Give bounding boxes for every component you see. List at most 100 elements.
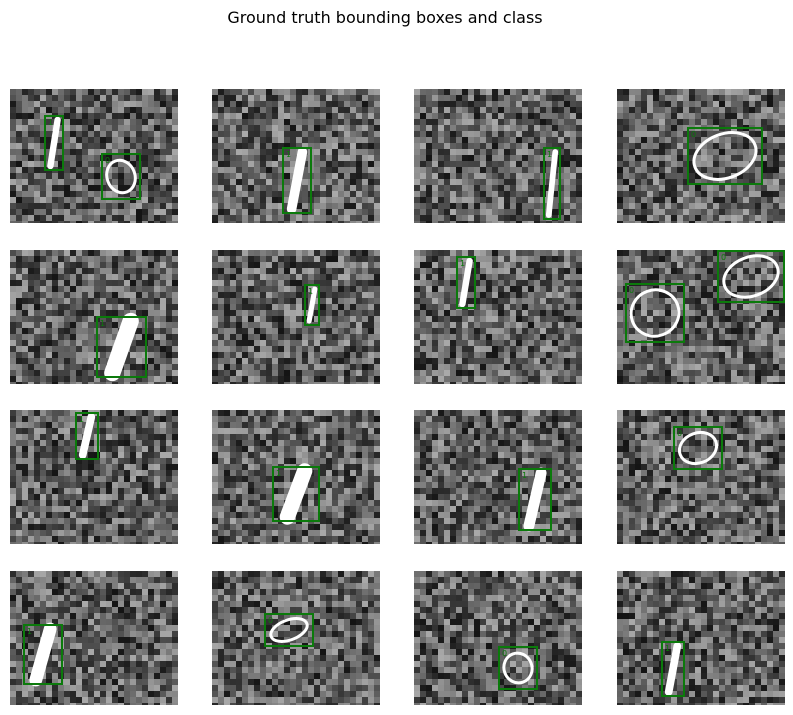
noise-background [212,571,380,705]
bounding-box [264,613,314,647]
digit-ring [692,131,758,181]
image-panel: 1 [414,89,582,223]
bounding-box [498,646,538,690]
digit-one-glyph [29,622,57,687]
figure-title: Ground truth bounding boxes and class [227,8,543,27]
class-label: 1 [79,415,85,424]
image-panel: 0 [212,571,380,705]
digit-one-glyph [47,116,61,170]
class-label: 1 [276,469,282,478]
bounding-box [518,468,552,531]
image-panel: 0 [414,571,582,705]
class-label: 1 [100,319,106,328]
digit-one-glyph [545,149,559,218]
digit-ring [502,651,534,685]
image-panel: 1 [414,250,582,384]
digit-stroke [523,467,547,532]
noise-background [10,410,178,544]
class-label: 1 [665,644,671,653]
digit-zero-glyph [502,651,534,685]
image-panel: 0 [617,410,785,544]
bounding-box [543,147,561,220]
digit-zero-glyph [269,617,309,643]
class-label: 0 [105,156,111,165]
class-label: 0 [629,286,635,295]
noise-background [212,89,380,223]
digit-ring [269,617,309,643]
bounding-box [282,147,312,214]
noise-background [414,410,582,544]
digit-stroke [78,413,96,459]
noise-background [617,410,785,544]
digit-stroke [104,312,139,382]
noise-background [617,89,785,223]
digit-zero-glyph [722,254,780,299]
class-label: 0 [502,649,508,658]
bounding-box [456,256,476,309]
digit-one-glyph [286,147,308,214]
bounding-box [272,466,320,522]
digit-one-glyph [104,312,139,382]
class-label: 1 [460,259,466,268]
digit-one-glyph [306,286,318,324]
image-panel: 1 [10,410,178,544]
digit-zero-glyph [105,158,137,195]
digit-stroke [664,642,682,696]
noise-background [414,571,582,705]
bounding-box [673,426,723,470]
class-label: 1 [286,150,292,159]
image-panel: 1 [414,410,582,544]
class-label: 1 [547,150,553,159]
bounding-box [717,250,785,303]
class-label: 1 [522,471,528,480]
class-label: 1 [27,627,33,636]
image-panel: 1 [617,571,785,705]
image-panel: 1 [10,250,178,384]
digit-zero-glyph [629,288,681,338]
class-label: 1 [48,118,54,127]
image-panel: 0 [617,89,785,223]
digit-ring [105,158,137,195]
image-panel: 1 [212,250,380,384]
class-label: 1 [308,287,314,296]
digit-zero-glyph [677,430,719,466]
bounding-box [101,153,141,200]
digit-one-glyph [664,642,682,696]
class-label: 0 [677,429,683,438]
digit-stroke [459,257,473,308]
class-label: 0 [691,130,697,139]
image-panel: 1 [10,571,178,705]
digit-one-glyph [523,467,547,532]
bounding-box [44,115,64,171]
digit-one-glyph [459,257,473,308]
digit-zero-glyph [692,131,758,181]
bounding-box [661,641,685,697]
digit-stroke [279,463,313,525]
noise-background [212,410,380,544]
digit-stroke [47,116,61,170]
class-label: 0 [721,253,727,262]
noise-background [212,250,380,384]
class-label: 0 [268,616,274,625]
bounding-box [304,284,320,326]
digit-ring [722,254,780,299]
digit-stroke [545,149,559,218]
digit-ring [629,288,681,338]
digit-ring [677,430,719,466]
bounding-box [23,624,63,685]
bounding-box [96,316,147,378]
bounding-box [75,412,99,460]
noise-background [10,250,178,384]
bounding-box [687,127,763,185]
noise-background [617,571,785,705]
digit-one-glyph [279,463,313,525]
digit-stroke [286,147,308,214]
bounding-box [625,283,685,343]
digit-stroke [306,286,318,324]
digit-one-glyph [78,413,96,459]
digit-stroke [29,622,57,687]
image-panel: 1 [212,410,380,544]
image-panel: 1 [212,89,380,223]
